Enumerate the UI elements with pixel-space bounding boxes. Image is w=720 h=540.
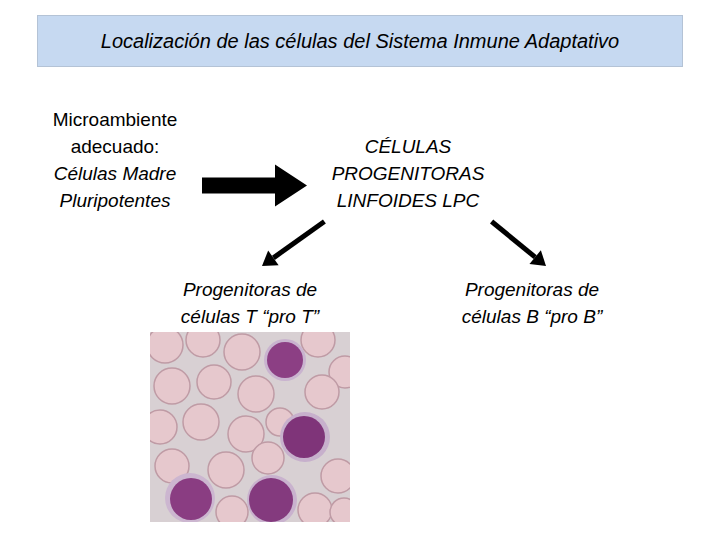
- slide-title: Localización de las células del Sistema …: [101, 30, 619, 53]
- arrow-head: [262, 251, 279, 266]
- node-label: Células Madre Pluripotentes: [36, 160, 194, 214]
- arrow-line: [273, 222, 324, 258]
- connector-arrow: [492, 222, 546, 267]
- blood-smear-micrograph: [150, 332, 350, 522]
- red-blood-cells: [150, 332, 350, 522]
- node-label: Microambiente adecuado:: [36, 106, 194, 160]
- arrow-head: [529, 250, 546, 266]
- block-arrow: [202, 165, 307, 207]
- progenitor-box: CÉLULAS PROGENITORAS LINFOIDES LPC: [313, 129, 503, 218]
- arrow-line: [492, 222, 536, 258]
- title-band: Localización de las células del Sistema …: [37, 15, 683, 67]
- progenitor-box: Progenitoras de células T “pro T”: [150, 272, 350, 334]
- connector-arrow: [202, 165, 307, 207]
- node-label: CÉLULAS PROGENITORAS LINFOIDES LPC: [319, 133, 497, 214]
- stem-cell-note: Microambiente adecuado:Células Madre Plu…: [30, 102, 200, 218]
- lymphocytes: [165, 339, 330, 522]
- node-label: Progenitoras de células B “pro B”: [438, 276, 626, 330]
- connector-arrow: [262, 222, 324, 267]
- node-label: Progenitoras de células T “pro T”: [156, 276, 344, 330]
- progenitor-box: Progenitoras de células B “pro B”: [432, 272, 632, 334]
